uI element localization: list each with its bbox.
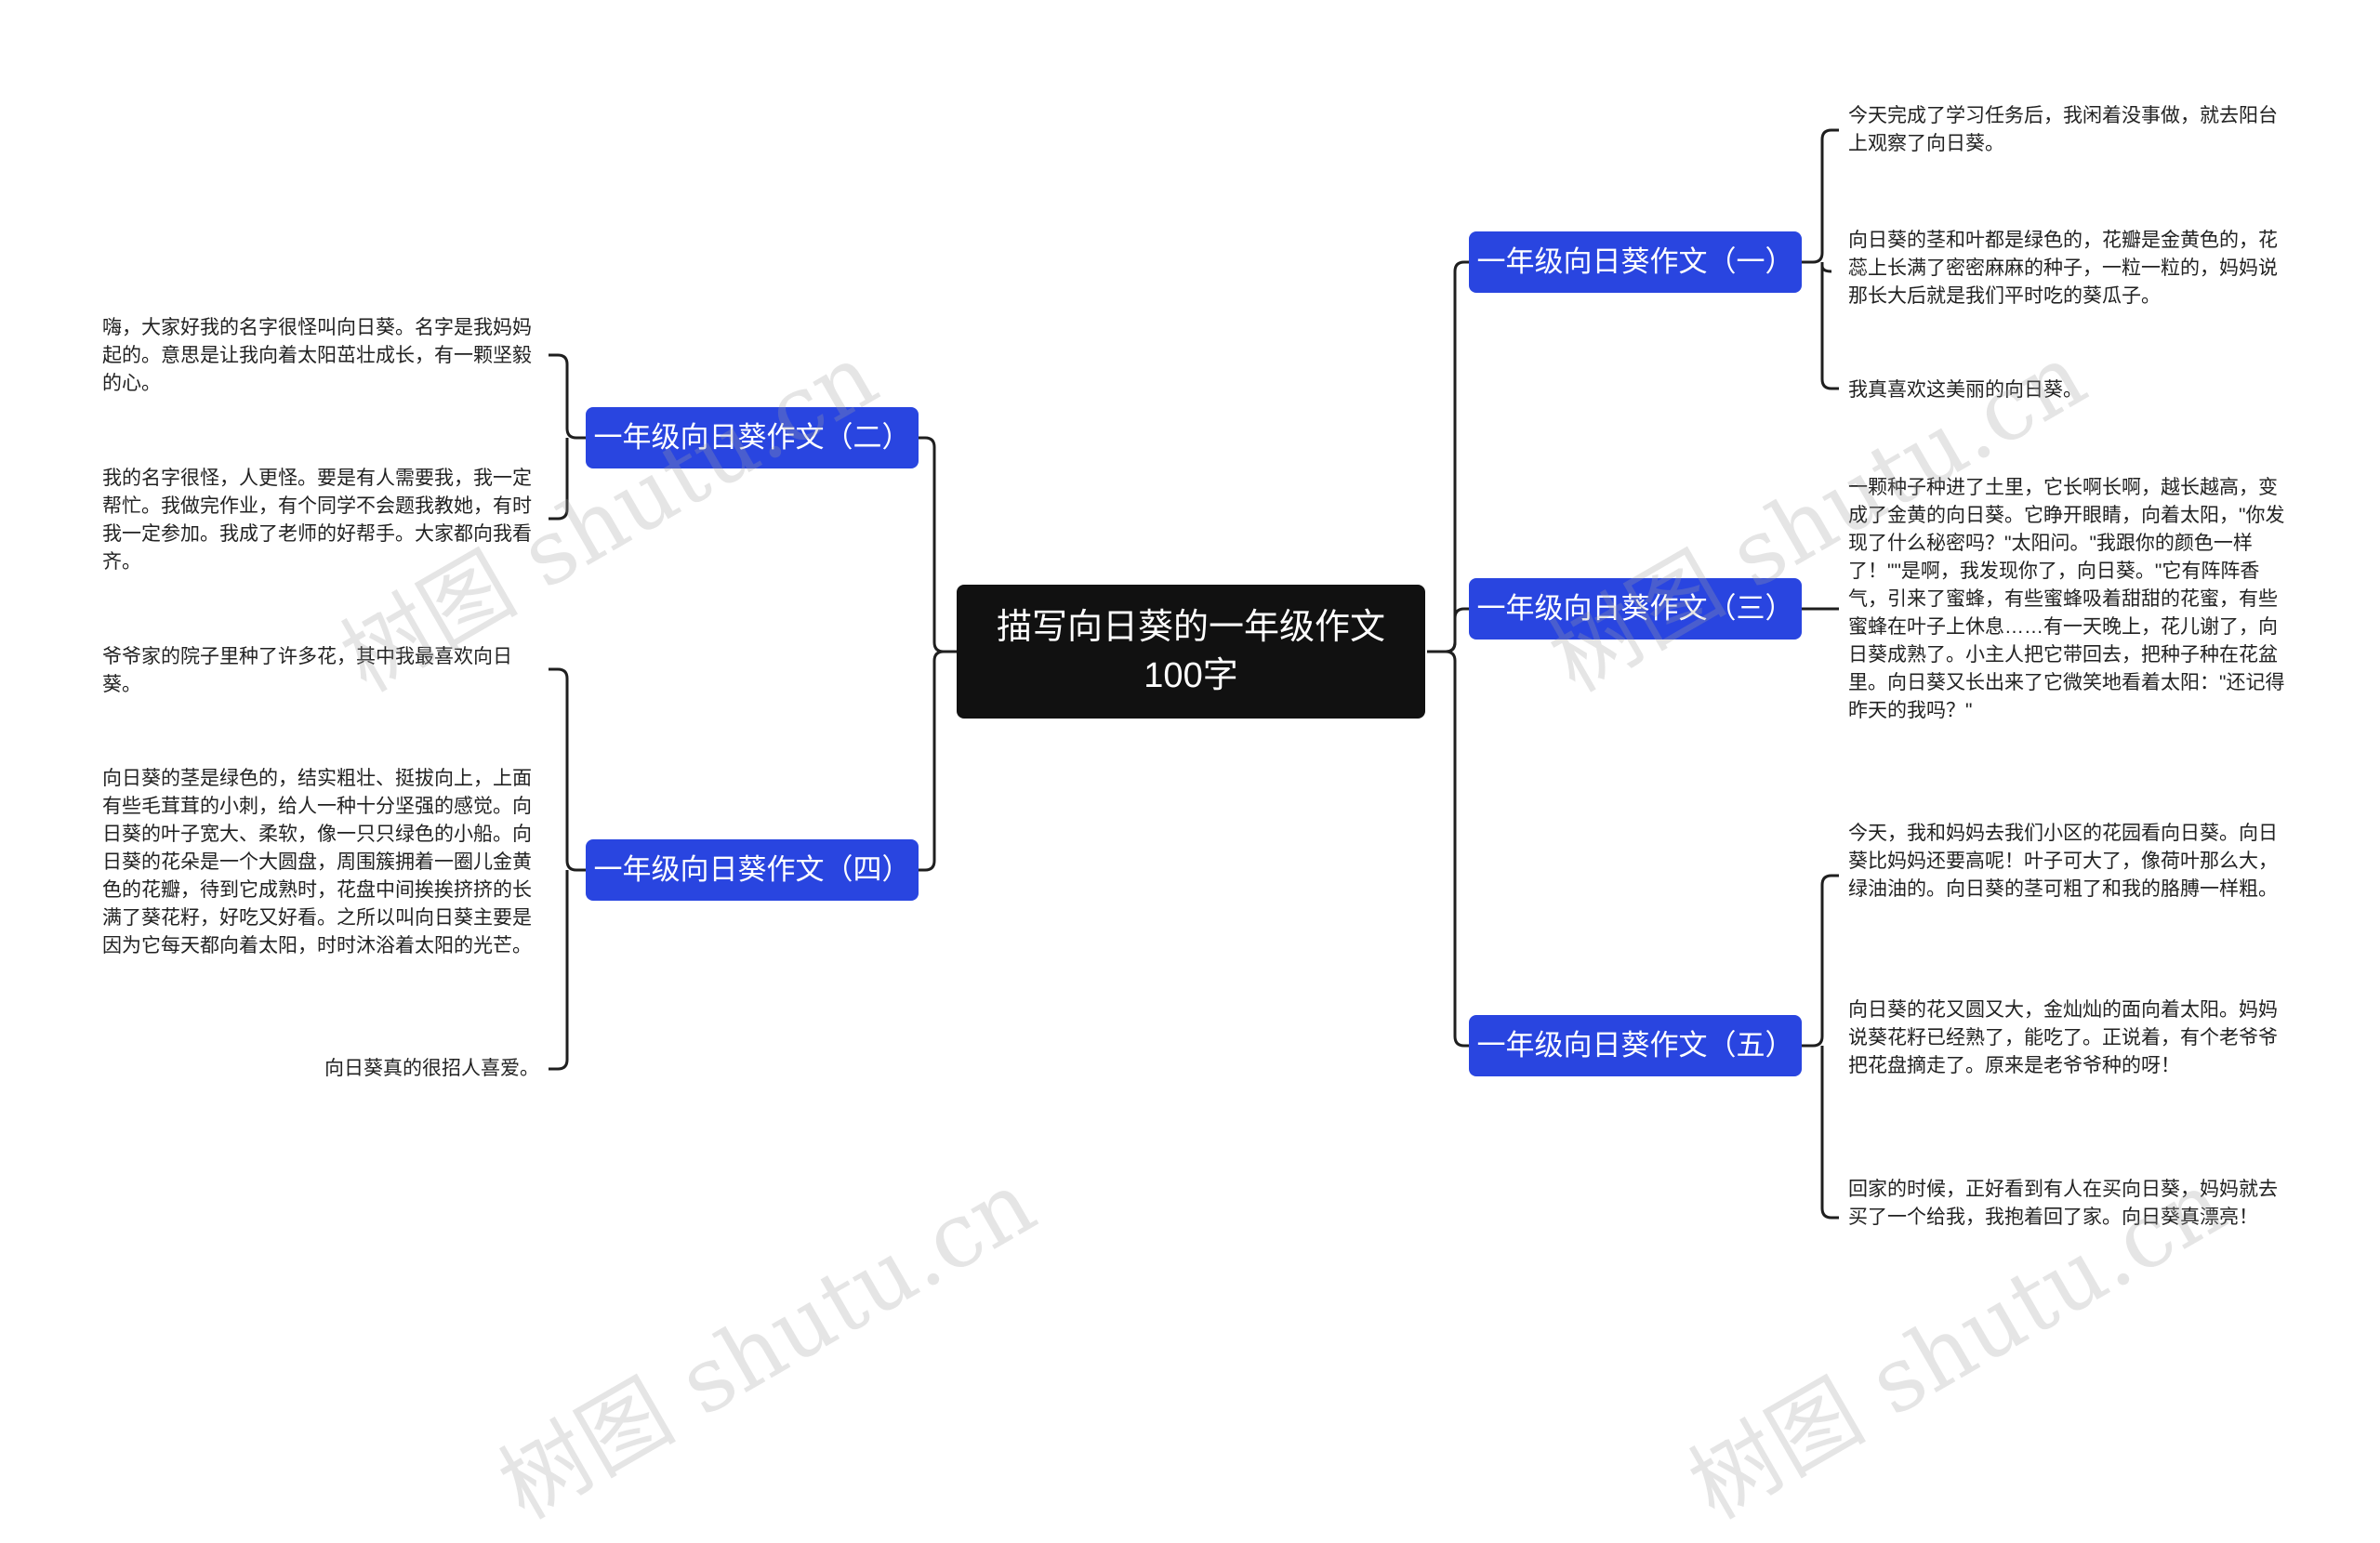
root-topic[interactable]: 描写向日葵的一年级作文100字 — [957, 585, 1425, 719]
connector-root-branch-2 — [919, 436, 957, 653]
leaf-2-1: 嗨，大家好我的名字很怪叫向日葵。名字是我妈妈起的。意思是让我向着太阳茁壮成长，有… — [102, 317, 532, 394]
connector-lines — [549, 128, 1839, 1220]
connector-root-branch-1 — [1427, 260, 1469, 653]
leaf-1-3: 我真喜欢这美丽的向日葵。 — [1848, 379, 2082, 401]
branch-topic-2[interactable]: 一年级向日葵作文（二） — [586, 407, 919, 468]
connector-root-branch-4 — [919, 650, 957, 872]
leaf-5-3: 回家的时候，正好看到有人在买向日葵，妈妈就去买了一个给我，我抱着回了家。向日葵真… — [1848, 1179, 2278, 1228]
branch-topic-1[interactable]: 一年级向日葵作文（一） — [1469, 231, 1802, 293]
leaf-4-3: 向日葵真的很招人喜爱。 — [324, 1058, 539, 1079]
root-topic-title: 描写向日葵的一年级作文100字 — [996, 608, 1385, 695]
branch-topic-5-label: 一年级向日葵作文（五） — [1476, 1029, 1794, 1062]
branch-topic-5[interactable]: 一年级向日葵作文（五） — [1469, 1015, 1802, 1076]
branch-topic-4-label: 一年级向日葵作文（四） — [593, 853, 911, 886]
connector-root-branch-5 — [1427, 650, 1469, 1048]
branch-topic-3-label: 一年级向日葵作文（三） — [1476, 592, 1794, 625]
leaf-5-1: 今天，我和妈妈去我们小区的花园看向日葵。向日葵比妈妈还要高呢！叶子可大了，像荷叶… — [1848, 823, 2278, 900]
leaf-4-2: 向日葵的茎是绿色的，结实粗壮、挺拔向上，上面有些毛茸茸的小刺，给人一种十分坚强的… — [102, 768, 532, 956]
leaf-1-1: 今天完成了学习任务后，我闲着没事做，就去阳台上观察了向日葵。 — [1848, 105, 2278, 154]
branch-topic-2-label: 一年级向日葵作文（二） — [593, 421, 911, 454]
leaf-5-2: 向日葵的花又圆又大，金灿灿的面向着太阳。妈妈说葵花籽已经熟了，能吃了。正说着，有… — [1848, 999, 2278, 1076]
connector-branch-5-leaves — [1802, 874, 1839, 1220]
leaf-4-1: 爷爷家的院子里种了许多花，其中我最喜欢向日葵。 — [102, 646, 512, 695]
leaf-1-2: 向日葵的茎和叶都是绿色的，花瓣是金黄色的，花蕊上长满了密密麻麻的种子，一粒一粒的… — [1848, 230, 2278, 307]
leaf-3-1: 一颗种子种进了土里，它长啊长啊，越长越高，变成了金黄的向日葵。它睁开眼睛，向着太… — [1848, 477, 2285, 721]
branch-topic-1-label: 一年级向日葵作文（一） — [1476, 245, 1794, 278]
connector-branch-2-leaves — [549, 353, 586, 521]
connector-branch-4-leaves — [549, 667, 586, 1071]
connector-branch-1-leaves — [1802, 128, 1839, 390]
mind-map-canvas: 描写向日葵的一年级作文100字 一年级向日葵作文（一） 今天完成了学习任务后，我… — [102, 105, 2285, 1539]
branch-topic-3[interactable]: 一年级向日葵作文（三） — [1469, 578, 1802, 640]
branch-topic-4[interactable]: 一年级向日葵作文（四） — [586, 839, 919, 901]
leaf-2-2: 我的名字很怪，人更怪。要是有人需要我，我一定帮忙。我做完作业，有个同学不会题我教… — [102, 468, 532, 573]
connector-root-branch-3 — [1427, 607, 1469, 653]
